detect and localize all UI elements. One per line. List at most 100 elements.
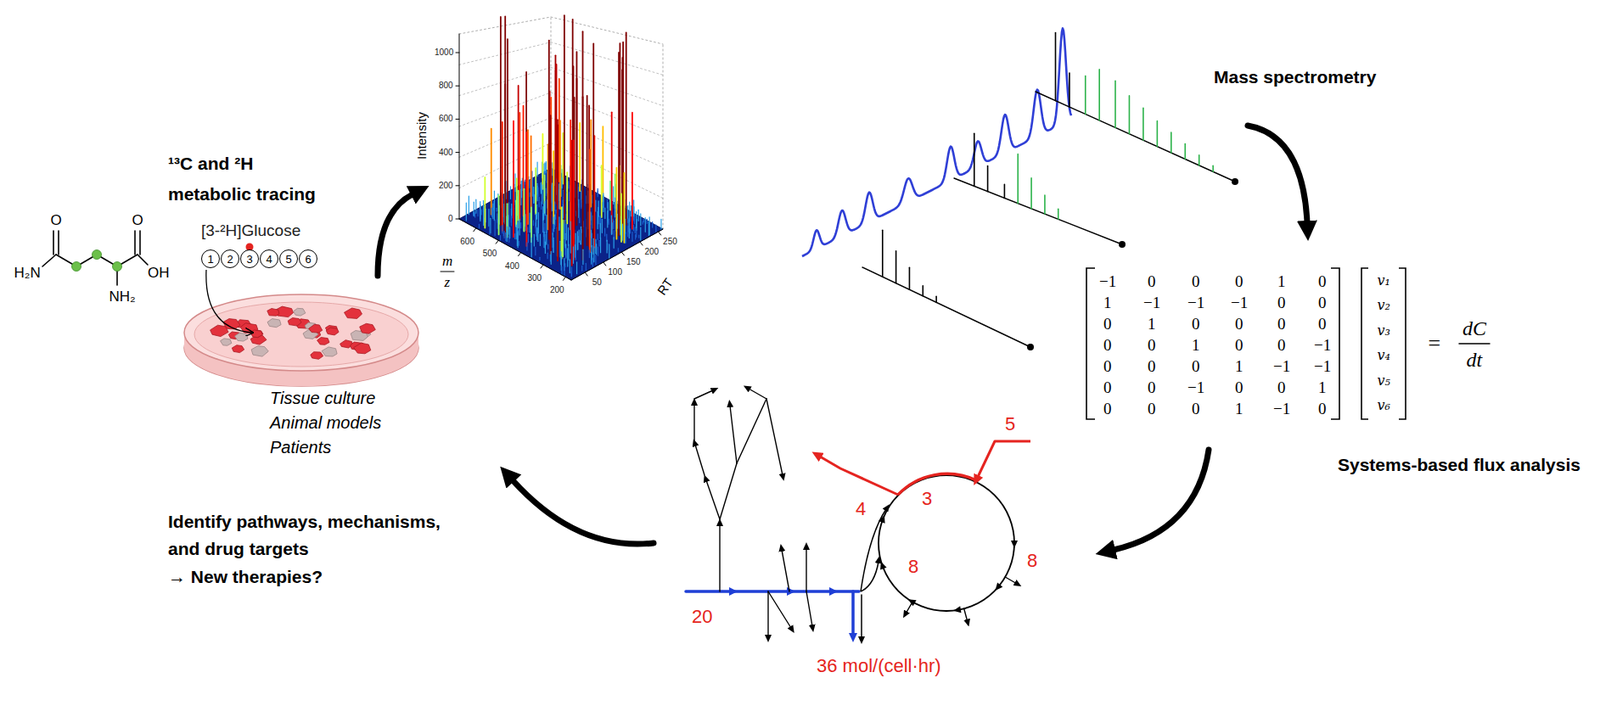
axis-line: [459, 33, 461, 219]
intensity-peak: [569, 259, 571, 274]
intensity-peak: [576, 51, 579, 225]
matrix-entry: −1: [1313, 336, 1331, 356]
intensity-peak: [633, 224, 635, 231]
intensity-peak: [498, 195, 500, 235]
cell: [344, 308, 363, 319]
matrix-entry: 0: [1147, 378, 1157, 399]
intensity-peak: [567, 181, 569, 189]
intensity-peak: [580, 226, 582, 245]
intensity-peak: [558, 217, 560, 231]
intensity-peak: [638, 209, 640, 221]
intensity-peak: [601, 218, 603, 233]
intensity-peak: [530, 207, 533, 242]
matrix-bracket: [1330, 268, 1340, 420]
intensity-peak: [566, 224, 568, 241]
intensity-peak: [631, 232, 633, 242]
spectrum-baseline: [1035, 91, 1236, 182]
grid-line: [550, 67, 663, 106]
chemical-bond: [42, 254, 57, 267]
tick-mark: [455, 118, 460, 120]
intensity-peak: [512, 121, 515, 238]
intensity-peak: [563, 266, 565, 276]
intensity-peak: [535, 226, 537, 236]
intensity-peak: [565, 248, 567, 259]
dish-rim: [184, 294, 419, 371]
spectrum-end-dot: [1231, 178, 1239, 186]
intensity-peak: [497, 219, 499, 230]
intensity-peak: [597, 247, 599, 256]
tick-label: 400: [438, 147, 454, 158]
matrix-entry: −1: [1313, 357, 1331, 377]
intensity-peak: [534, 168, 537, 214]
intensity-peak: [643, 218, 645, 222]
labelled-isotopologue: [1170, 132, 1173, 153]
tick-label: 200: [645, 247, 660, 258]
cell: [267, 319, 281, 328]
tick-mark: [540, 264, 544, 269]
intensity-peak: [600, 223, 601, 238]
grid-line: [550, 92, 663, 137]
intensity-peak: [478, 224, 480, 228]
matrix-entry: 0: [1277, 314, 1286, 335]
flux-value: 8: [1027, 550, 1038, 573]
intensity-peak: [551, 196, 553, 212]
intensity-peak: [550, 115, 552, 255]
intensity-peak: [611, 215, 612, 235]
tick-label: 250: [662, 236, 678, 248]
intensity-peak: [627, 218, 629, 227]
tick-mark: [518, 252, 522, 257]
matrix-entry: 0: [1191, 357, 1201, 377]
flux-direction-head: [786, 587, 796, 596]
intensity-peak: [600, 237, 601, 253]
intensity-peak: [506, 226, 508, 242]
intensity-peak: [634, 227, 636, 234]
intensity-peak: [606, 240, 607, 253]
flux-direction-head: [829, 587, 838, 596]
intensity-peak: [604, 207, 606, 219]
intensity-peak: [540, 182, 542, 194]
matrix-entry: 0: [1235, 314, 1244, 335]
intensity-peak: [544, 201, 546, 216]
unlabelled-isotopologue: [987, 166, 989, 192]
cell: [210, 325, 230, 337]
intensity-peak: [516, 224, 517, 240]
intensity-peak: [519, 218, 521, 236]
heading: ¹³C and ²H metabolic tracing: [168, 148, 330, 210]
matrix-entry: 1: [1318, 378, 1327, 399]
fraction-bar: [1459, 342, 1490, 345]
cell: [235, 332, 249, 342]
intensity-peak: [552, 151, 555, 224]
flux-variable: v₆: [1377, 397, 1391, 414]
intensity-peak: [494, 190, 495, 209]
intensity-peak: [648, 221, 650, 236]
network-link: [766, 398, 783, 476]
labelled-isotopologue: [1044, 195, 1046, 214]
network-link: [805, 548, 807, 592]
axis-title: RT: [654, 275, 677, 298]
flux-direction-head: [953, 606, 962, 613]
unlabelled-isotopologue: [1068, 72, 1071, 107]
intensity-peak: [572, 247, 574, 264]
intensity-peak: [539, 234, 541, 246]
intensity-peak: [550, 251, 552, 264]
spectrum-end-dot: [1118, 241, 1126, 248]
matrix-entry: 0: [1277, 336, 1286, 356]
intensity-peak: [474, 213, 476, 219]
tick-label: 400: [505, 261, 520, 272]
intensity-peak: [617, 52, 620, 236]
intensity-peak: [578, 230, 580, 242]
intensity-peak: [613, 237, 615, 249]
network-link: [695, 444, 705, 476]
heading: Identify pathways, mechanisms, and drug …: [168, 508, 461, 563]
intensity-peak: [554, 224, 556, 229]
intensity-peak: [649, 217, 651, 236]
labelled-isotopologue: [1016, 154, 1019, 204]
intensity-peak: [494, 219, 496, 225]
intensity-peak: [516, 231, 518, 248]
model-label: Patients: [269, 437, 332, 458]
intensity-peak: [586, 95, 589, 246]
unlabelled-isotopologue: [921, 286, 924, 297]
intensity-peak: [492, 203, 494, 219]
tick-mark: [455, 52, 460, 54]
